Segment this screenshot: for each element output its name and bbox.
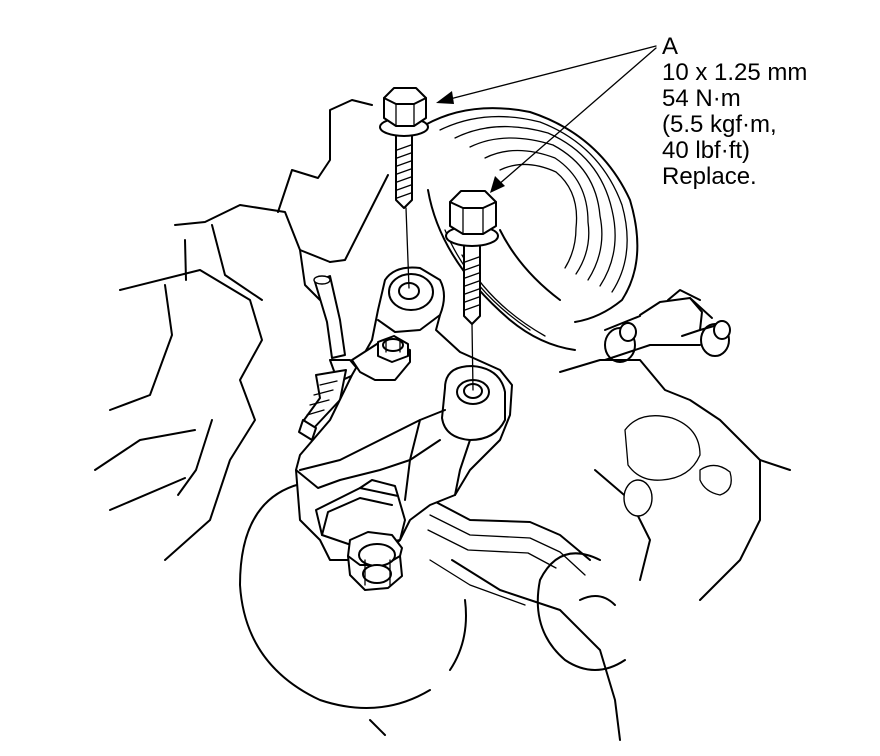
mount-nut [347, 531, 403, 591]
mount-bolt-left [379, 87, 429, 209]
engine-block-outline [94, 99, 373, 561]
drive-belt [427, 499, 621, 741]
torque-lbfft: 40 lbf·ft) [662, 137, 751, 164]
torque-kgfm: (5.5 kgf·m, [662, 111, 777, 138]
mount-bolt-right [445, 190, 499, 325]
callout-label: A [662, 33, 679, 60]
lower-pulley [239, 483, 467, 736]
side-bracket [604, 289, 731, 363]
bolt-guide-lines [329, 174, 474, 391]
torque-nm: 54 N·m [662, 85, 741, 112]
bolt-size: 10 x 1.25 mm [662, 59, 808, 86]
sensor-hose [298, 275, 361, 441]
sensor-bolt [377, 335, 409, 363]
transmission-housing [536, 359, 791, 671]
replace-instruction: Replace. [662, 163, 757, 190]
callout-arrows [436, 45, 657, 193]
bolt-spec-callout: A 10 x 1.25 mm 54 N·m (5.5 kgf·m, 40 lbf… [662, 34, 807, 190]
